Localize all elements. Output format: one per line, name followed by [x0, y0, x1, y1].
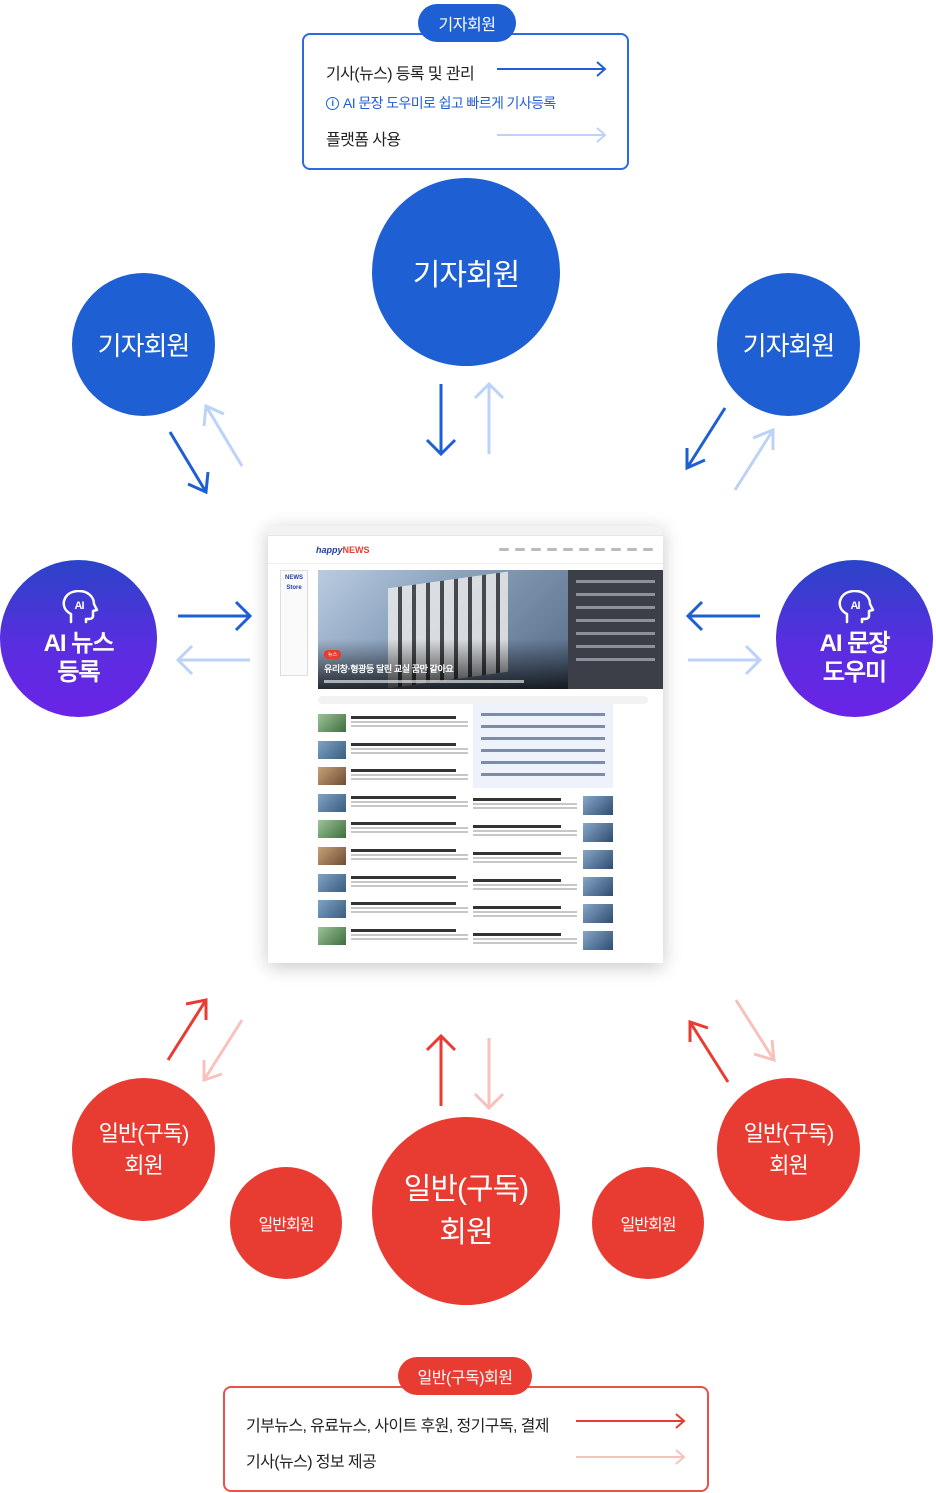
member-circle-left: 일반(구독) 회원	[72, 1078, 215, 1221]
list-item	[318, 900, 468, 922]
list-item	[318, 873, 468, 896]
member-center-line1: 일반(구독)	[403, 1172, 529, 1206]
list-item	[318, 820, 468, 842]
site-topbar	[268, 526, 663, 536]
reporter-circle-left: 기자회원	[72, 273, 215, 416]
article-list	[318, 714, 468, 953]
legend-row-platform-label: 플랫폼 사용	[326, 132, 401, 149]
reporter-circle-center: 기자회원	[372, 178, 560, 366]
legend-arrow-dark-blue	[497, 61, 607, 77]
red-arrows-left	[166, 998, 244, 1083]
ai-right-arrows	[685, 600, 763, 676]
hero-side-list	[568, 570, 663, 689]
reporter-circle-right-label: 기자회원	[742, 331, 836, 361]
site-nav-items	[499, 548, 653, 551]
ai-writing-line2: 도우미	[822, 658, 887, 686]
info-icon: i	[326, 96, 339, 110]
website-screenshot: happyNEWS NEWS Store 뉴스 유리창·형광등 달린 교실 꿈만…	[268, 526, 663, 963]
list-item	[473, 823, 613, 845]
legend-row-register: 기사(뉴스) 등록 및 관리	[326, 60, 475, 84]
list-item	[318, 793, 468, 816]
list-item	[473, 796, 613, 818]
member-left-line2: 회원	[124, 1152, 163, 1178]
list-item	[318, 767, 468, 789]
blue-arrows-right	[685, 407, 775, 491]
ai-head-icon: AI	[838, 589, 874, 623]
ai-head-icon: AI	[62, 589, 98, 623]
list-item	[318, 846, 468, 869]
legend-hint-label: AI 문장 도우미로 쉽고 빠르게 기사등록	[343, 95, 556, 111]
list-item	[318, 926, 468, 949]
red-arrows-center	[425, 1033, 505, 1111]
blue-arrows-left	[168, 403, 244, 495]
general-member-small-right-label: 일반회원	[620, 1217, 677, 1234]
legend-arrow-dark-red	[576, 1413, 686, 1429]
general-member-small-right: 일반회원	[592, 1167, 704, 1279]
member-circle-right: 일반(구독) 회원	[717, 1078, 860, 1221]
ai-news-line1: AI 뉴스	[43, 629, 115, 657]
svg-text:AI: AI	[850, 600, 860, 612]
site-ticker	[318, 696, 648, 704]
member-right-line2: 회원	[769, 1152, 808, 1178]
side-article-list	[473, 796, 613, 958]
hero-headline: 유리창·형광등 달린 교실 꿈만 같아요	[324, 664, 454, 674]
legend-arrow-light-red	[576, 1449, 686, 1465]
bottom-legend-box	[223, 1386, 709, 1492]
news-store-banner: NEWS Store	[280, 570, 308, 676]
legend-row-register-label: 기사(뉴스) 등록 및 관리	[326, 66, 475, 83]
member-center-line2: 회원	[439, 1216, 493, 1249]
ai-news-circle: AI AI 뉴스 등록	[0, 560, 157, 717]
legend-arrow-light-blue	[497, 127, 607, 143]
member-left-line1: 일반(구독)	[98, 1120, 190, 1146]
legend-row-info: 기사(뉴스) 정보 제공	[246, 1448, 377, 1472]
reporter-circle-right: 기자회원	[717, 273, 860, 416]
red-arrows-right	[688, 999, 776, 1083]
site-logo: happyNEWS	[316, 544, 370, 555]
list-item	[473, 850, 613, 872]
blue-arrows-center	[425, 381, 505, 457]
legend-hint: i AI 문장 도우미로 쉽고 빠르게 기사등록	[326, 93, 556, 113]
legend-row-info-label: 기사(뉴스) 정보 제공	[246, 1454, 377, 1471]
top-legend-badge: 기자회원	[418, 4, 516, 42]
list-item	[473, 931, 613, 953]
list-item	[473, 877, 613, 899]
ai-left-arrows	[175, 600, 253, 676]
legend-row-payments-label: 기부뉴스, 유료뉴스, 사이트 후원, 정기구독, 결제	[246, 1418, 549, 1435]
ai-writing-line1: AI 문장	[819, 629, 891, 657]
legend-row-platform: 플랫폼 사용	[326, 126, 401, 150]
general-member-small-left: 일반회원	[230, 1167, 342, 1279]
legend-row-payments: 기부뉴스, 유료뉴스, 사이트 후원, 정기구독, 결제	[246, 1412, 549, 1436]
site-nav: happyNEWS	[268, 536, 663, 564]
list-item	[473, 904, 613, 926]
member-right-line1: 일반(구독)	[743, 1120, 835, 1146]
store-line1: NEWS	[285, 575, 303, 581]
reporter-circle-center-label: 기자회원	[412, 259, 520, 292]
svg-text:AI: AI	[74, 600, 84, 612]
list-item	[318, 740, 468, 763]
hero-tag: 뉴스	[324, 650, 342, 659]
ai-writing-circle: AI AI 문장 도우미	[776, 560, 933, 717]
reporter-circle-left-label: 기자회원	[97, 331, 191, 361]
general-member-small-left-label: 일반회원	[258, 1217, 315, 1234]
bottom-legend-badge: 일반(구독)회원	[398, 1357, 532, 1395]
ai-news-line2: 등록	[57, 658, 100, 686]
member-circle-center: 일반(구독) 회원	[372, 1117, 560, 1305]
hero-image: 뉴스 유리창·형광등 달린 교실 꿈만 같아요	[318, 570, 568, 689]
list-item	[318, 714, 468, 736]
ranking-box	[473, 694, 613, 790]
store-line2: Store	[286, 585, 302, 591]
